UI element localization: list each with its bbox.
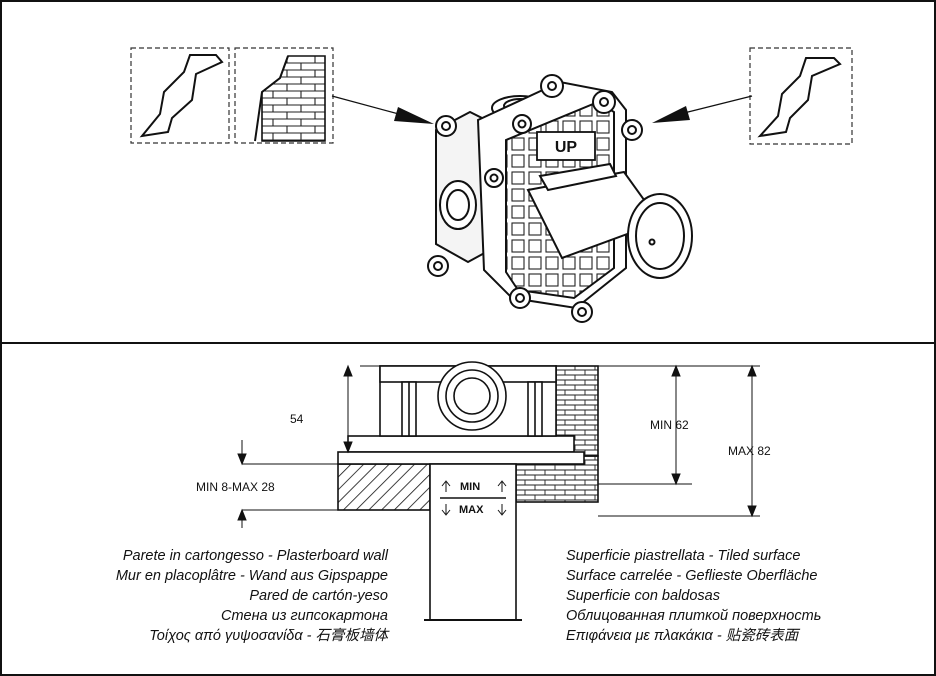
caption-left-line: Mur en placoplâtre - Wand aus Gipspappe (115, 568, 388, 584)
tiled-wall-icon (234, 47, 334, 144)
dimension-max82: MAX 82 (728, 444, 771, 458)
caption-left-line: Parete in cartongesso - Plasterboard wal… (122, 548, 388, 564)
gauge-max-label: MAX (459, 504, 484, 516)
dimension-min8-max28: MIN 8-MAX 28 (196, 480, 275, 494)
section-drawing (337, 361, 599, 621)
caption-left-line: Стена из гипсокартона (220, 608, 388, 624)
gauge-min-label: MIN (460, 481, 481, 493)
dimension-54: 54 (290, 412, 304, 426)
up-badge-label: UP (555, 139, 578, 156)
dimension-min62: MIN 62 (650, 418, 689, 432)
pointer-arrow-right (652, 95, 753, 123)
tiled-surface-icon-right (749, 47, 853, 145)
caption-right-line: Superficie piastrellata - Tiled surface (566, 548, 801, 564)
caption-right-line: Облицованная плиткой поверхность (566, 608, 822, 624)
caption-right-line: Surface carrelée - Geflieste Oberfläche (566, 568, 818, 584)
pointer-arrow-left (331, 95, 434, 124)
valve-body-illustration (427, 74, 693, 323)
dimension-lines (237, 364, 760, 528)
caption-left-line: Τοίχος από γυψοσανίδα - 石膏板墙体 (149, 628, 388, 644)
caption-right-line: Superficie con baldosas (566, 588, 720, 604)
caption-left-line: Pared de cartón-yeso (249, 588, 388, 604)
caption-right-line: Επιφάνεια με πλακάκια - 贴瓷砖表面 (566, 628, 799, 644)
plasterboard-wall-icon (130, 47, 230, 144)
